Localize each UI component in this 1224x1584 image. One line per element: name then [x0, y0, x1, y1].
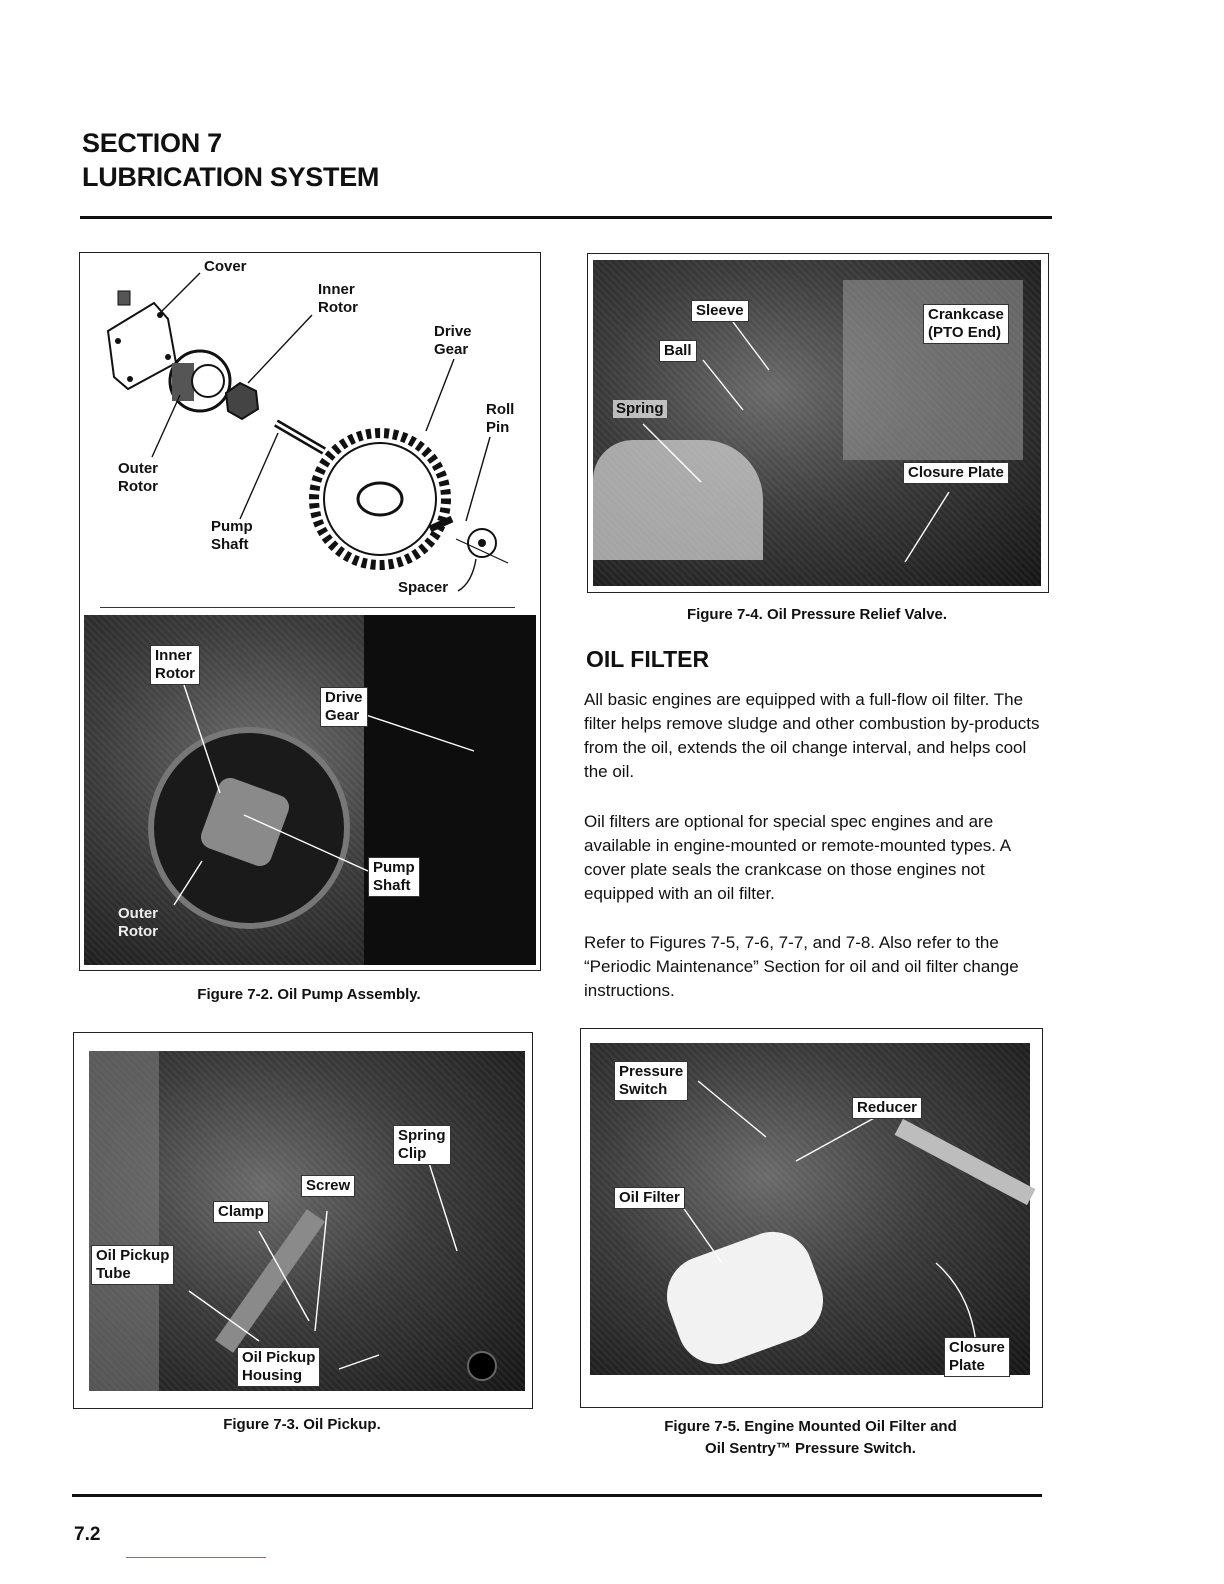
oil-pump-photo: Inner Rotor Drive Gear Pump Shaft Outer …: [84, 615, 536, 965]
figure-7-2: Cover Inner Rotor Drive Gear Roll Pin Ou…: [79, 252, 541, 971]
label-crankcase: Crankcase (PTO End): [923, 304, 1009, 344]
figure-7-4: Sleeve Ball Spring Crankcase (PTO End) C…: [587, 253, 1049, 593]
label-roll-pin: Roll Pin: [486, 401, 515, 436]
oil-filter-paragraph-3: Refer to Figures 7-5, 7-6, 7-7, and 7-8.…: [584, 933, 1019, 1000]
label-spacer: Spacer: [398, 579, 449, 596]
relief-valve-photo: Sleeve Ball Spring Crankcase (PTO End) C…: [593, 260, 1041, 586]
photo-label-inner-rotor: Inner Rotor: [150, 645, 200, 685]
photo-label-drive-gear: Drive Gear: [320, 687, 368, 727]
label-drive-gear: Drive Gear: [434, 323, 472, 358]
section-number: SECTION 7: [82, 128, 222, 158]
photo-label-outer-rotor: Outer Rotor: [118, 905, 159, 940]
section-name: LUBRICATION SYSTEM: [82, 162, 380, 192]
exploded-diagram-drawing: [106, 272, 509, 592]
page-number: 7.2: [74, 1524, 101, 1545]
figure-7-5-caption-line-1: Figure 7-5. Engine Mounted Oil Filter an…: [664, 1418, 957, 1435]
label-spring: Spring: [613, 400, 667, 418]
label-oil-pickup-tube: Oil Pickup Tube: [91, 1245, 175, 1285]
label-outer-rotor: Outer Rotor: [118, 460, 159, 495]
photo-leader-lines: [173, 684, 475, 906]
oil-filter-paragraph-2: Oil filters are optional for special spe…: [584, 812, 1011, 903]
oil-filter-paragraph-1: All basic engines are equipped with a fu…: [584, 690, 1040, 781]
oil-pump-exploded-diagram: Cover Inner Rotor Drive Gear Roll Pin Ou…: [80, 253, 540, 605]
label-clamp: Clamp: [213, 1201, 269, 1223]
label-sleeve: Sleeve: [691, 300, 749, 322]
label-closure-plate: Closure Plate: [903, 462, 1009, 484]
pickup-leader-lines: [188, 1162, 458, 1370]
diagram-divider: [100, 607, 515, 608]
hand-region: [593, 440, 763, 560]
figure-7-5-caption-line-2: Oil Sentry™ Pressure Switch.: [705, 1440, 916, 1457]
label-pressure-switch: Pressure Switch: [614, 1061, 689, 1101]
label-spring-clip: Spring Clip: [393, 1125, 451, 1165]
label-closure-plate-5: Closure Plate: [944, 1337, 1010, 1377]
oil-pickup-photo: Spring Clip Screw Clamp Oil Pickup Tube …: [89, 1051, 525, 1391]
label-cover: Cover: [204, 258, 247, 275]
relief-photo-leader-lines: [642, 321, 950, 563]
label-oil-pickup-housing: Oil Pickup Housing: [237, 1347, 321, 1387]
label-inner-rotor: Inner Rotor: [318, 281, 358, 316]
label-ball: Ball: [659, 340, 697, 362]
label-reducer: Reducer: [852, 1097, 923, 1119]
figure-7-2-caption: Figure 7-2. Oil Pump Assembly.: [197, 986, 421, 1003]
oil-filter-heading: OIL FILTER: [586, 646, 710, 672]
section-title: SECTION 7 LUBRICATION SYSTEM: [82, 126, 379, 194]
footer-rule: [72, 1494, 1042, 1497]
engine-block-dark-region: [364, 615, 536, 965]
figure-7-3-caption: Figure 7-3. Oil Pickup.: [223, 1416, 381, 1433]
label-screw: Screw: [301, 1175, 356, 1197]
filter-leader-lines: [679, 1080, 977, 1344]
label-oil-filter: Oil Filter: [614, 1187, 685, 1209]
label-pump-shaft: Pump Shaft: [211, 518, 253, 553]
figure-7-5: Pressure Switch Reducer Oil Filter Closu…: [580, 1028, 1043, 1408]
photo-label-pump-shaft: Pump Shaft: [368, 857, 420, 897]
figure-7-4-caption: Figure 7-4. Oil Pressure Relief Valve.: [686, 606, 948, 623]
footer-link-underline: [126, 1557, 266, 1558]
figure-7-5-caption: Figure 7-5. Engine Mounted Oil Filter an…: [580, 1416, 1041, 1460]
header-rule: [80, 216, 1052, 219]
pickup-housing-dot: [467, 1351, 497, 1381]
figure-7-3: Spring Clip Screw Clamp Oil Pickup Tube …: [73, 1032, 533, 1409]
oil-filter-photo: Pressure Switch Reducer Oil Filter Closu…: [590, 1043, 1036, 1377]
pickup-light-frame: [89, 1051, 159, 1391]
